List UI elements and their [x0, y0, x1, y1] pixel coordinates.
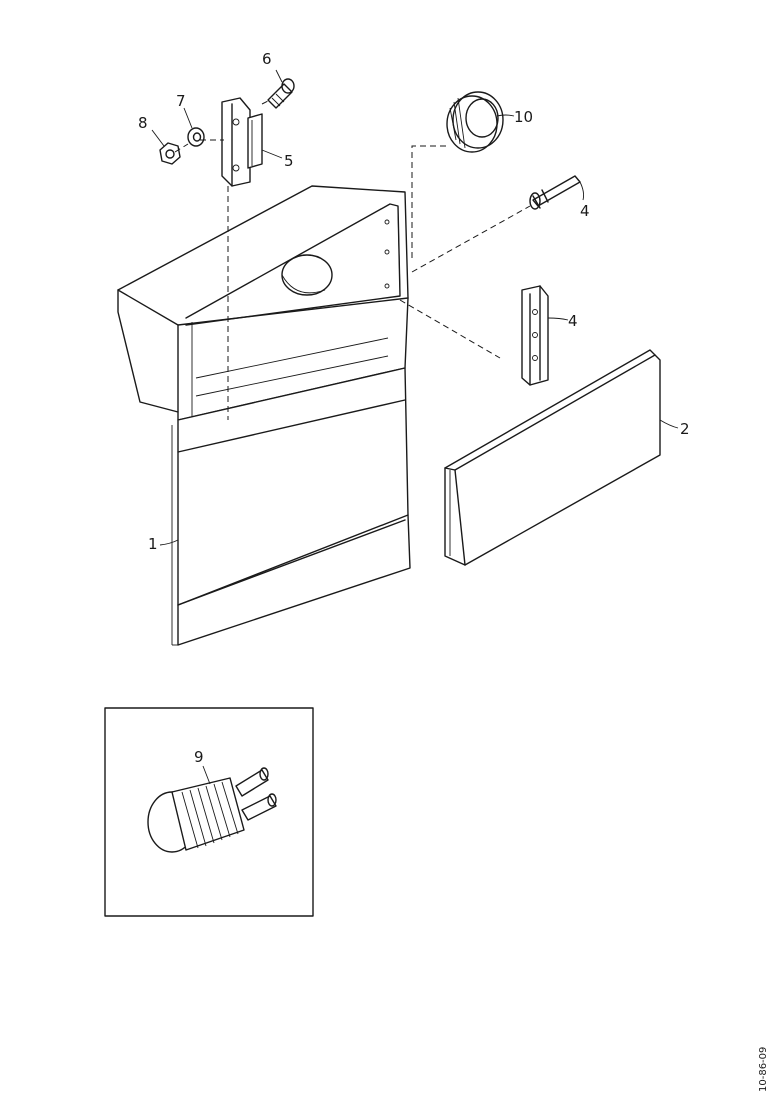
- nut: [159, 142, 181, 165]
- callout-6: 6: [262, 50, 272, 68]
- hinge: [521, 285, 549, 386]
- callout-10: 10: [514, 108, 533, 126]
- screw: [267, 78, 295, 109]
- callout-4-hinge: 4: [568, 312, 578, 330]
- door-panel: [117, 185, 411, 646]
- callout-2: 2: [680, 420, 690, 438]
- inset-box: 9: [104, 707, 314, 917]
- pin: [529, 175, 581, 210]
- bracket: [221, 97, 263, 187]
- callout-7: 7: [176, 92, 186, 110]
- washer: [187, 127, 205, 147]
- callout-4-pin: 4: [580, 202, 590, 220]
- callout-5: 5: [284, 152, 294, 170]
- figure-code: 10-86-09: [758, 1047, 769, 1092]
- callout-9: 9: [194, 748, 204, 766]
- leader-lines: [151, 69, 679, 546]
- gasket-ring: [446, 91, 504, 153]
- plug: [147, 767, 277, 853]
- callout-1: 1: [148, 535, 158, 553]
- callout-8: 8: [138, 114, 148, 132]
- assembly-lines: [174, 99, 531, 420]
- front-panel: [444, 349, 661, 566]
